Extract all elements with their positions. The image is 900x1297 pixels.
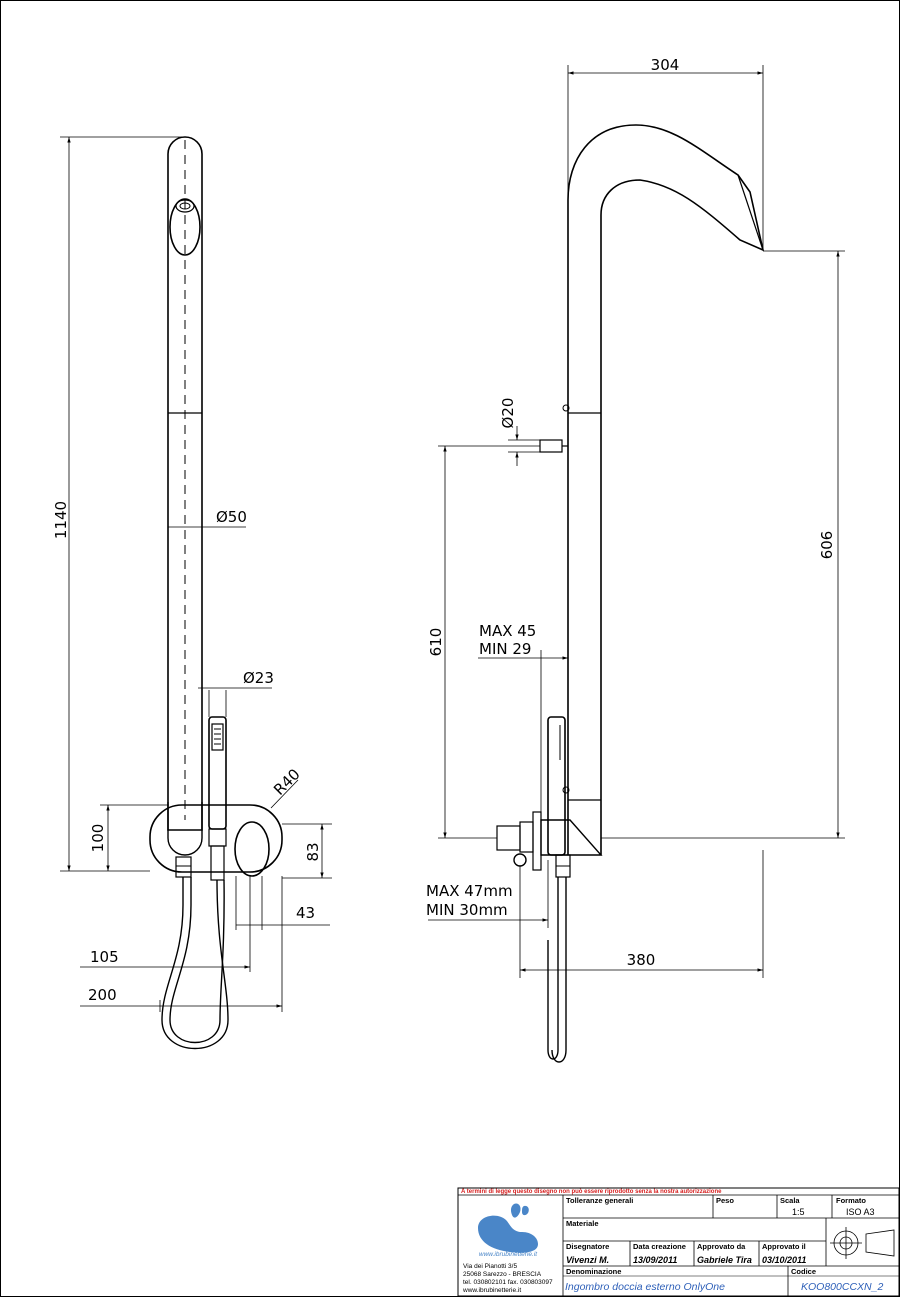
label-formato: Formato xyxy=(836,1196,866,1205)
label-denominazione: Denominazione xyxy=(566,1267,621,1276)
dim-wall-min: MIN 29 xyxy=(479,640,531,658)
value-formato: ISO A3 xyxy=(846,1207,875,1217)
dim-radius-plate: R40 xyxy=(270,765,304,799)
water-inlet xyxy=(539,439,563,453)
hand-shower-side xyxy=(547,716,566,856)
value-scala: 1:5 xyxy=(792,1207,805,1217)
dim-width-43: 43 xyxy=(296,904,315,922)
value-approvato-il: 03/10/2011 xyxy=(762,1255,806,1265)
label-approvato-il: Approvato il xyxy=(762,1242,806,1251)
label-peso: Peso xyxy=(716,1196,734,1205)
dim-diameter-hand-shower: Ø23 xyxy=(243,669,274,687)
dim-height-inlet: 610 xyxy=(427,628,445,657)
wall-plate xyxy=(149,804,283,873)
company-address-2: 25068 Sarezzo - BRESCIA xyxy=(463,1271,542,1278)
spout-column xyxy=(567,124,765,855)
label-disegnatore: Disegnatore xyxy=(566,1242,609,1251)
dim-height-plate-offset: 100 xyxy=(89,824,107,853)
dim-depth-spout: 304 xyxy=(651,56,680,74)
label-approvato-da: Approvato da xyxy=(697,1242,746,1251)
dim-depth-total: 380 xyxy=(627,951,656,969)
dim-height-total: 1140 xyxy=(52,501,70,539)
shower-hose-side xyxy=(547,877,559,1060)
title-block xyxy=(457,1187,900,1297)
dim-height-spout: 909 xyxy=(817,531,835,560)
value-codice: KOO800CCXN_2 xyxy=(801,1281,883,1293)
dim-diameter-inlet: Ø20 xyxy=(499,398,517,429)
projection-symbol xyxy=(830,1227,895,1259)
company-address-4: www.ibrubinetterie.it xyxy=(462,1287,521,1294)
dim-width-105: 105 xyxy=(90,948,119,966)
diverter-knob xyxy=(234,821,270,877)
front-view xyxy=(149,136,283,1050)
value-disegnatore: Vivenzi M. xyxy=(566,1255,609,1265)
logo-url: www.ibrubinetterie.it xyxy=(479,1251,538,1258)
label-scala: Scala xyxy=(780,1196,800,1205)
dim-wall-max: MAX 45 xyxy=(479,622,536,640)
shower-head-oval xyxy=(169,198,201,256)
dim-width-200: 200 xyxy=(88,986,117,1004)
label-tolleranze: Tolleranze generali xyxy=(566,1196,633,1205)
shower-hose xyxy=(161,877,229,1050)
shower-column xyxy=(167,136,203,831)
value-approvato-da: Gabriele Tira xyxy=(697,1255,752,1265)
company-address-1: Via dei Pianotti 3/5 xyxy=(463,1263,517,1270)
side-dimensions xyxy=(428,65,845,978)
dim-diameter-column: Ø50 xyxy=(216,508,247,526)
dim-wall2-max: MAX 47mm xyxy=(426,882,513,900)
value-denominazione: Ingombro doccia esterno OnlyOne xyxy=(565,1281,725,1293)
company-address-3: tel. 030802101 fax. 030803097 xyxy=(463,1279,553,1286)
label-materiale: Materiale xyxy=(566,1219,599,1228)
value-data-creazione: 13/09/2011 xyxy=(633,1255,677,1265)
front-dimensions xyxy=(60,136,332,1012)
reproduction-warning: A termini di legge questo disegno non pu… xyxy=(461,1189,722,1195)
label-data-creazione: Data creazione xyxy=(633,1242,686,1251)
label-codice: Codice xyxy=(791,1267,816,1276)
dim-wall2-min: MIN 30mm xyxy=(426,901,508,919)
side-view xyxy=(496,124,765,1063)
dim-height-plate: 83 xyxy=(304,842,322,861)
wall-mount xyxy=(540,819,603,856)
company-logo-mark xyxy=(478,1203,538,1253)
